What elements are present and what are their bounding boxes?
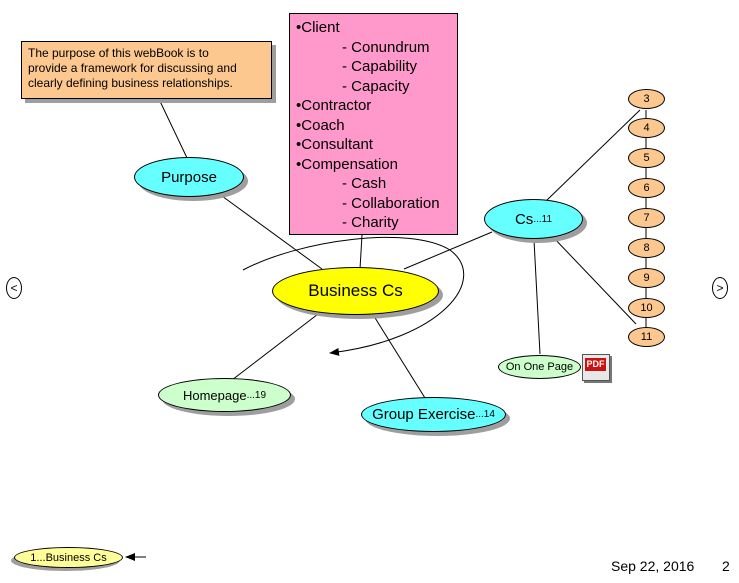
numbered-node-5[interactable]: 5 [628,148,665,168]
purpose-note-line-1: The purpose of this webBook is to [28,46,209,60]
cycle-arrow [242,236,465,356]
numbered-node-4[interactable]: 4 [628,118,665,138]
footer-date: Sep 22, 2016 [611,558,695,574]
numbered-node-9[interactable]: 9 [628,268,665,288]
group-exercise-count: ...14 [475,409,495,420]
footer-page-number: 2 [722,558,730,574]
line-note-purpose [157,96,189,161]
purpose-node-label: Purpose [161,168,217,186]
group-exercise-node[interactable]: Group Exercise...14 [361,397,506,432]
outline-item-capacity: - Capacity [342,77,410,95]
breadcrumb-label: 1...Business Cs [30,551,107,564]
on-one-page-node[interactable]: On One Page [498,355,581,379]
outline-box: •Client - Conundrum - Capability - Capac… [289,13,458,235]
purpose-node[interactable]: Purpose [134,157,244,197]
purpose-note-line-3: clearly defining business relationships. [28,76,233,90]
outline-item-coach: •Coach [296,116,345,134]
numbered-node-8[interactable]: 8 [628,238,665,258]
numbered-node-11[interactable]: 11 [628,327,665,347]
homepage-node-count: ...19 [246,389,267,401]
purpose-note: The purpose of this webBook is to provid… [21,41,272,99]
next-page-button[interactable]: > [712,277,728,299]
outline-item-compensation: •Compensation [296,155,398,173]
homepage-node[interactable]: Homepage...19 [158,378,291,412]
outline-item-conundrum: - Conundrum [342,38,430,56]
breadcrumb-node[interactable]: 1...Business Cs [14,547,123,568]
numbered-node-3[interactable]: 3 [628,89,665,109]
homepage-node-label: Homepage [182,387,247,403]
business-cs-label: Business Cs [308,281,403,300]
cs-node-label: Cs [514,210,534,228]
numbered-node-7[interactable]: 7 [628,208,665,228]
prev-page-button[interactable]: < [6,277,22,299]
purpose-note-line-2: provide a framework for discussing and [28,61,237,75]
pdf-icon-label: PDF [585,358,606,371]
line-center-homepage [231,310,323,381]
line-center-cs [403,231,493,270]
outline-item-capability: - Capability [342,58,418,75]
business-cs-node[interactable]: Business Cs [272,267,439,315]
outline-item-consultant: •Consultant [296,136,373,153]
line-center-group [371,312,426,399]
line-cs-onepage [533,239,541,355]
group-exercise-label: Group Exercise [372,406,476,423]
outline-item-cash: - Cash [342,175,387,192]
cs-node[interactable]: Cs...11 [484,199,583,239]
outline-item-collaboration: - Collaboration [342,194,440,212]
outline-item-contractor: •Contractor [296,97,372,114]
line-outline-center [359,234,363,270]
numbered-node-10[interactable]: 10 [628,298,665,318]
line-cs-3 [545,109,641,202]
line-cs-11 [551,235,637,325]
outline-item-charity: - Charity [342,214,399,231]
outline-item-client: •Client [296,19,340,36]
cs-node-count: ...11 [533,213,553,225]
numbered-node-6[interactable]: 6 [628,178,665,198]
line-purpose-center [221,195,323,270]
on-one-page-label: On One Page [505,361,574,373]
pdf-icon[interactable]: PDF [582,354,610,381]
